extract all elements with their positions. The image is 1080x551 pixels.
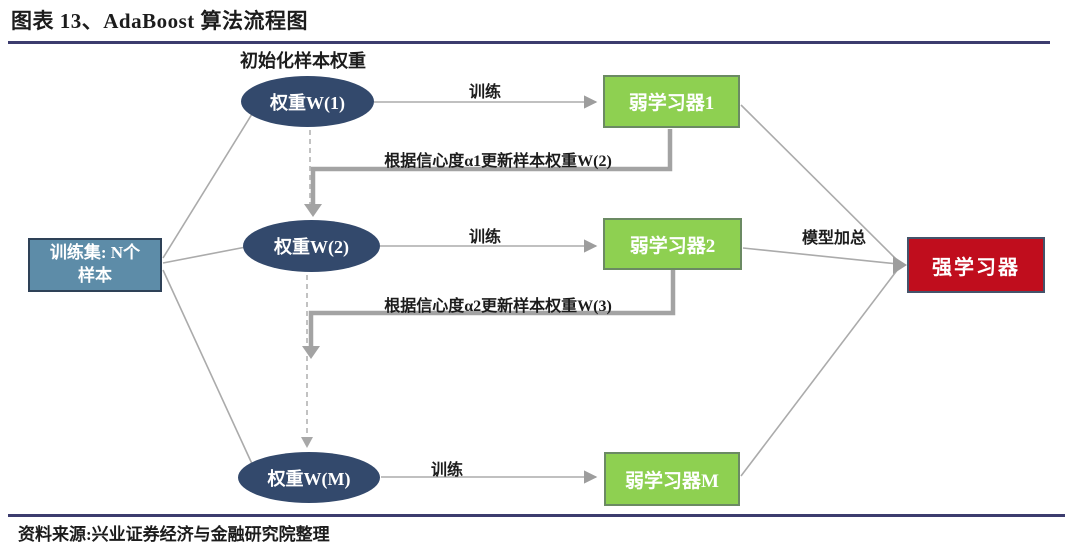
train-set-box: 训练集: N个 样本 xyxy=(28,238,162,292)
bottom-rule xyxy=(8,514,1065,517)
weak-learner-m-label: 弱学习器M xyxy=(625,470,719,492)
feedback-path-1 xyxy=(310,129,673,205)
weight-ellipse-1: 权重W(1) xyxy=(241,76,374,127)
weight-ellipse-2: 权重W(2) xyxy=(243,220,380,272)
strong-learner-label: 强学习器 xyxy=(932,256,1020,279)
source-note: 资料来源:兴业证券经济与金融研究院整理 xyxy=(18,525,330,544)
feedback-path-2 xyxy=(308,270,676,347)
edge-learner1-to-strong xyxy=(740,104,899,262)
weight-ellipse-1-label: 权重W(1) xyxy=(270,92,345,113)
train-arrow-label-3: 训练 xyxy=(430,462,463,479)
dashed-arrowhead-wm xyxy=(301,437,313,448)
weak-learner-1-label: 弱学习器1 xyxy=(628,93,715,114)
weight-ellipse-m-label: 权重W(M) xyxy=(267,468,351,489)
edge-learner2-to-strong xyxy=(742,247,899,265)
feedback-arrowhead-1 xyxy=(304,204,322,217)
strong-learner-box: 强学习器 xyxy=(907,237,1045,293)
train-arrow-label-2: 训练 xyxy=(468,229,501,246)
edge-learnerM-to-strong xyxy=(740,268,899,477)
train-set-label-line1: 训练集: N个 xyxy=(49,243,141,263)
strong-learner-arrowhead xyxy=(893,256,907,274)
aggregate-label: 模型加总 xyxy=(801,230,866,247)
weak-learner-box-1: 弱学习器1 xyxy=(603,75,740,128)
train-set-label-line2: 样本 xyxy=(78,266,112,285)
feedback-label-1: 根据信心度α1更新样本权重W(2) xyxy=(384,153,612,170)
weak-learner-2-label: 弱学习器2 xyxy=(629,235,716,257)
edge-trainset-to-wm xyxy=(162,269,254,467)
weight-ellipse-2-label: 权重W(2) xyxy=(274,237,349,257)
feedback-arrowhead-2 xyxy=(302,346,320,359)
top-rule xyxy=(8,41,1050,44)
edge-trainset-to-w2 xyxy=(162,246,247,264)
init-weight-label: 初始化样本权重 xyxy=(240,51,366,71)
weak-learner-box-2: 弱学习器2 xyxy=(603,218,742,270)
train-arrow-label-1: 训练 xyxy=(468,84,501,101)
feedback-label-2: 根据信心度α2更新样本权重W(3) xyxy=(384,298,612,315)
weak-learner-box-m: 弱学习器M xyxy=(604,452,740,506)
edge-trainset-to-w1 xyxy=(162,113,253,259)
figure-title: 图表 13、AdaBoost 算法流程图 xyxy=(11,9,309,33)
weight-ellipse-m: 权重W(M) xyxy=(238,452,380,503)
